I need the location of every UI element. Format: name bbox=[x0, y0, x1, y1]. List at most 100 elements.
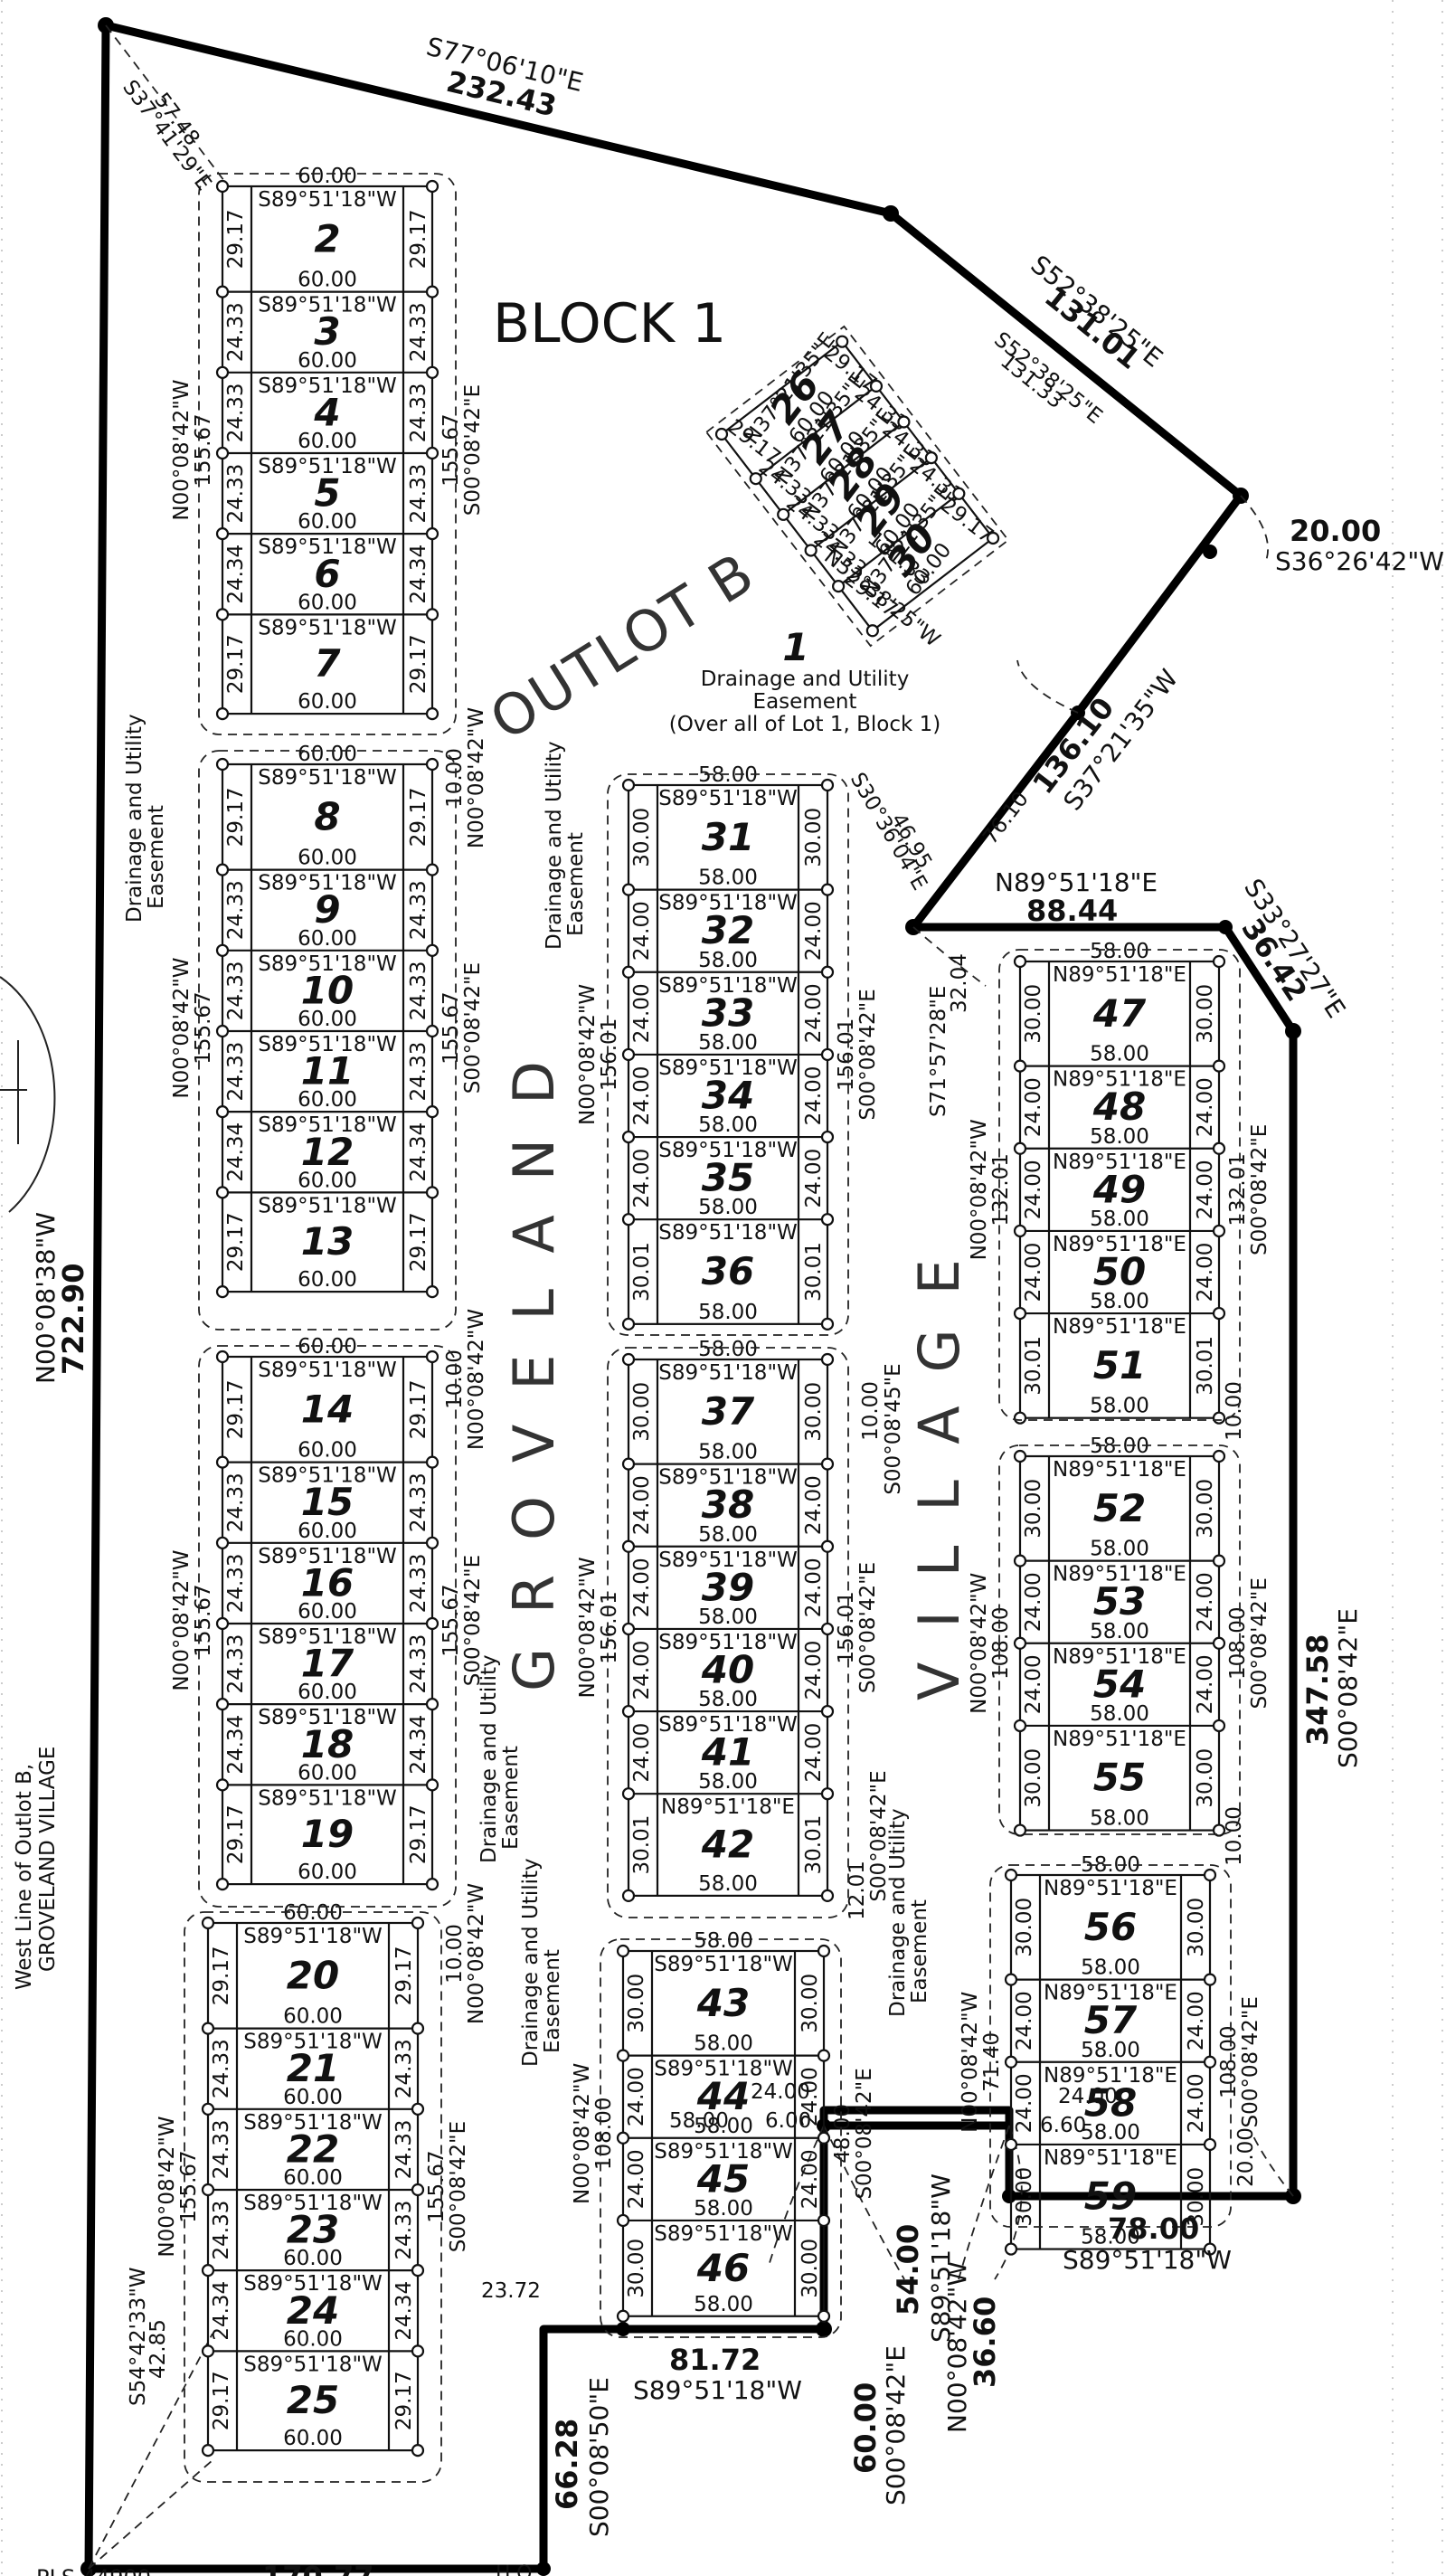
diag-pin bbox=[924, 451, 938, 465]
lot-bearing: S89°51'18"W bbox=[654, 2222, 793, 2246]
lot-number-40: 40 bbox=[701, 1647, 754, 1691]
lot-pin bbox=[201, 2102, 215, 2116]
easement-bubbles bbox=[184, 173, 1241, 2483]
lot-number-34: 34 bbox=[702, 1073, 754, 1117]
lot44-sub: 24.00 bbox=[751, 2080, 810, 2104]
lot-pin bbox=[425, 608, 439, 621]
lot-depth-e: 30.00 bbox=[1194, 1748, 1217, 1808]
east-step-distance: 88.44 bbox=[1026, 894, 1118, 928]
lot-number-3: 3 bbox=[314, 309, 340, 354]
lot-depth-w: 29.17 bbox=[210, 1946, 233, 2005]
lot-bearing: N89°51'18"E bbox=[1053, 1645, 1186, 1669]
lot-width: 60.00 bbox=[283, 2086, 343, 2109]
east-short-bearing: S36°26'42"W bbox=[1275, 546, 1444, 576]
lot-width: 60.00 bbox=[298, 591, 357, 614]
lot-pin bbox=[411, 2344, 425, 2358]
lot-depth-w: 24.00 bbox=[630, 901, 654, 961]
lot-bearing: S89°51'18"W bbox=[658, 1466, 798, 1490]
lot-depth-w: 30.00 bbox=[625, 1974, 648, 2033]
diag-pin bbox=[832, 580, 846, 593]
easement-notes: Drainage and Utility Easement Drainage a… bbox=[123, 714, 931, 2067]
side-distance-e: 108.00 bbox=[1226, 1607, 1250, 1680]
diag-pin bbox=[836, 335, 849, 348]
lot-pin bbox=[201, 1916, 215, 1930]
lot-pin bbox=[425, 1778, 439, 1792]
lot-number-9: 9 bbox=[314, 887, 340, 932]
lot-number-44: 44 bbox=[696, 2074, 750, 2118]
lot-depth-w: 24.00 bbox=[1022, 1654, 1045, 1714]
radial-lines bbox=[88, 24, 1294, 2570]
lot-depth-e: 24.33 bbox=[392, 2201, 416, 2260]
lot-pin bbox=[1004, 2242, 1018, 2256]
lot-width: 58.00 bbox=[698, 1605, 758, 1629]
lot-width: 60.00 bbox=[298, 690, 357, 714]
lot-number-5: 5 bbox=[314, 471, 340, 516]
lot-number-51: 51 bbox=[1093, 1343, 1146, 1387]
lot-depth-e: 30.00 bbox=[802, 808, 826, 867]
side-distance-w: 155.67 bbox=[192, 413, 215, 486]
lot-depth-e: 24.00 bbox=[802, 1149, 826, 1208]
lot-bearing: S89°51'18"W bbox=[658, 1713, 798, 1737]
lot-bearing: S89°51'18"W bbox=[258, 535, 397, 559]
lot-pin bbox=[215, 608, 230, 621]
lot-width: 60.00 bbox=[283, 2166, 343, 2190]
lot-depth-e: 24.00 bbox=[1194, 1243, 1217, 1302]
lot-width: 60.00 bbox=[298, 1008, 357, 1031]
lot-depth-e: 24.00 bbox=[799, 2149, 822, 2209]
diag-pin bbox=[804, 544, 818, 557]
side-bearing-e: S00°08'42"E bbox=[1248, 1124, 1271, 1255]
lot-pin bbox=[215, 285, 230, 298]
side-bearing-e: S00°08'42"E bbox=[461, 962, 485, 1094]
lot-depth-e: 24.33 bbox=[407, 1473, 430, 1532]
lot-pin bbox=[425, 365, 439, 379]
lot-bearing: S89°51'18"W bbox=[258, 188, 397, 212]
lot-bearing: S89°51'18"W bbox=[258, 1786, 397, 1810]
lot-pin bbox=[820, 1213, 835, 1226]
lot-depth-e: 30.00 bbox=[1185, 2167, 1208, 2227]
lot-width: 60.00 bbox=[283, 2427, 343, 2450]
lot-pin bbox=[820, 1130, 835, 1144]
lot-number-12: 12 bbox=[301, 1130, 354, 1174]
lot-depth-w: 24.33 bbox=[224, 1634, 248, 1694]
lot-bearing: S89°51'18"W bbox=[243, 1925, 383, 1948]
lot-width: 58.00 bbox=[698, 1301, 758, 1324]
sw-chord-bearing: S54°42'33"W bbox=[127, 2267, 150, 2406]
lot-width: 58.00 bbox=[698, 1031, 758, 1055]
lot-width: 60.00 bbox=[283, 2247, 343, 2270]
lot-pin bbox=[215, 1455, 230, 1469]
lot-width: 58.00 bbox=[1090, 1043, 1149, 1066]
lot-pin bbox=[1013, 1636, 1027, 1650]
side-distance-w: 156.01 bbox=[598, 1591, 621, 1663]
lot-number-6: 6 bbox=[314, 552, 340, 596]
lot-pin bbox=[820, 778, 835, 792]
esmt-note-b2: Easement bbox=[564, 832, 588, 936]
side-bearing-e: S00°08'42"E bbox=[853, 2068, 876, 2199]
lot-pin bbox=[1013, 1449, 1027, 1463]
lot-depth-e: 24.33 bbox=[407, 961, 430, 1020]
lot-bearing: S89°51'18"W bbox=[654, 2140, 793, 2164]
side-bearing-e: S00°08'42"E bbox=[461, 1555, 485, 1686]
lot-depth-e: 24.00 bbox=[1185, 1991, 1208, 2050]
lot-pin bbox=[817, 2213, 831, 2228]
lot-pin bbox=[201, 2183, 215, 2197]
lot-width: 60.00 bbox=[298, 1761, 357, 1785]
lot-pin bbox=[1212, 1224, 1226, 1238]
lot-number-54: 54 bbox=[1093, 1662, 1146, 1706]
dist-3204: 32.04 bbox=[948, 953, 971, 1013]
lot-depth-w: 24.00 bbox=[1022, 1243, 1045, 1302]
lot-depth-e: 30.01 bbox=[802, 1242, 826, 1302]
lot-pin bbox=[425, 527, 439, 541]
lot-depth-e: 30.00 bbox=[799, 1974, 822, 2033]
lot-width: 58.00 bbox=[1090, 1702, 1149, 1726]
lot-width: 58.00 bbox=[698, 1196, 758, 1219]
south-mid-bearing: S89°51'18"W bbox=[633, 2375, 802, 2405]
lot-width: 60.00 bbox=[298, 510, 357, 534]
lot-depth-w: 24.33 bbox=[224, 1553, 248, 1613]
lot-depth-e: 24.33 bbox=[392, 2119, 416, 2179]
lot-depth-w: 24.33 bbox=[224, 961, 248, 1020]
lot-number-10: 10 bbox=[301, 968, 354, 1012]
lot-depth-e: 24.00 bbox=[802, 1723, 826, 1783]
lot-depth-e: 24.00 bbox=[802, 901, 826, 961]
